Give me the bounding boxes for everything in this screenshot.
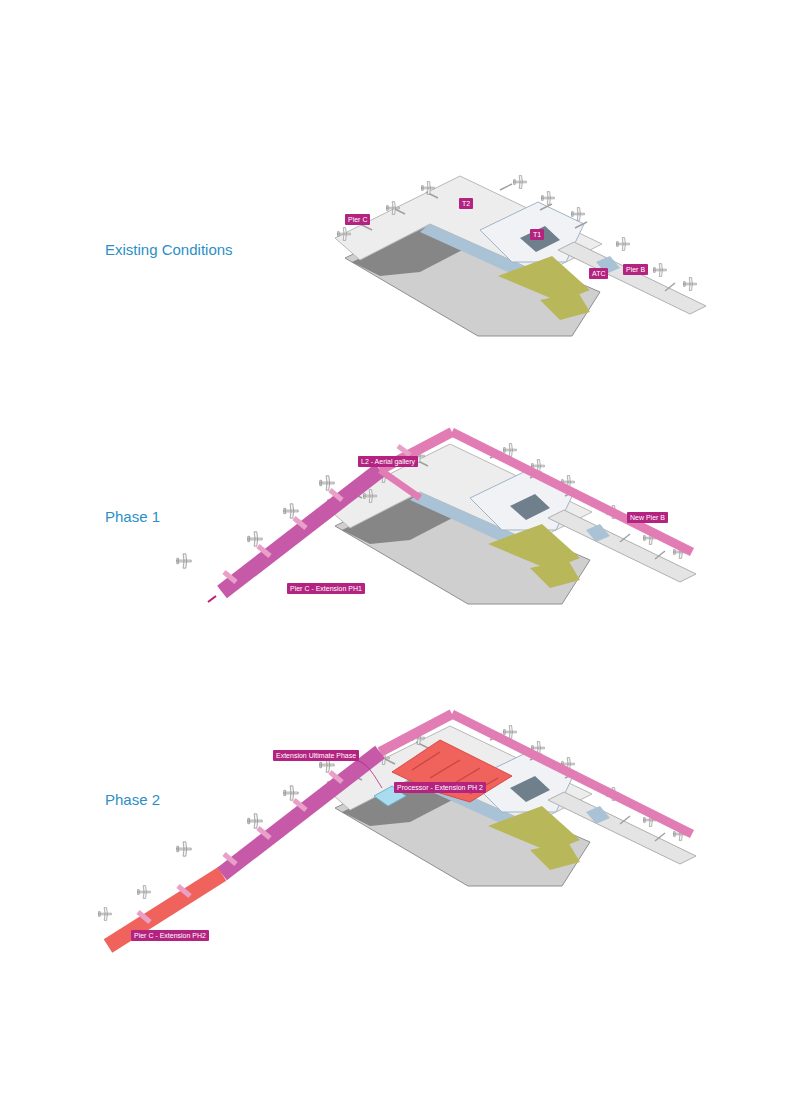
label-tag: Pier C - Extension PH2 [131,930,209,941]
tag-text: T2 [462,199,470,208]
label-tag: T1 [530,229,544,240]
label-tag: Pier C [345,214,370,225]
tag-text: Pier B [626,265,645,274]
label-tag: T2 [459,198,473,209]
label-tag: Pier C - Extension PH1 [287,583,365,594]
tag-text: Pier C - Extension PH1 [290,584,362,593]
phase-heading: Phase 1 [105,508,160,526]
label-tag: L2 - Aerial gallery [358,456,418,467]
label-tag: ATC [589,268,608,279]
label-tag: Pier B [623,264,648,275]
phase-heading: Existing Conditions [105,241,233,259]
tag-text: Pier C [348,215,367,224]
tag-text: Pier C - Extension PH2 [134,931,206,940]
phase-heading: Phase 2 [105,791,160,809]
label-tag: Extension Ultimate Phase [273,750,359,761]
tag-text: ATC [592,269,605,278]
tag-text: T1 [533,230,541,239]
tag-text: Extension Ultimate Phase [276,751,356,760]
tag-text: New Pier B [630,513,665,522]
label-tag: New Pier B [627,512,668,523]
tag-text: L2 - Aerial gallery [361,457,415,466]
tag-text: Processor - Extension PH 2 [397,783,483,792]
label-tag: Processor - Extension PH 2 [394,782,486,793]
